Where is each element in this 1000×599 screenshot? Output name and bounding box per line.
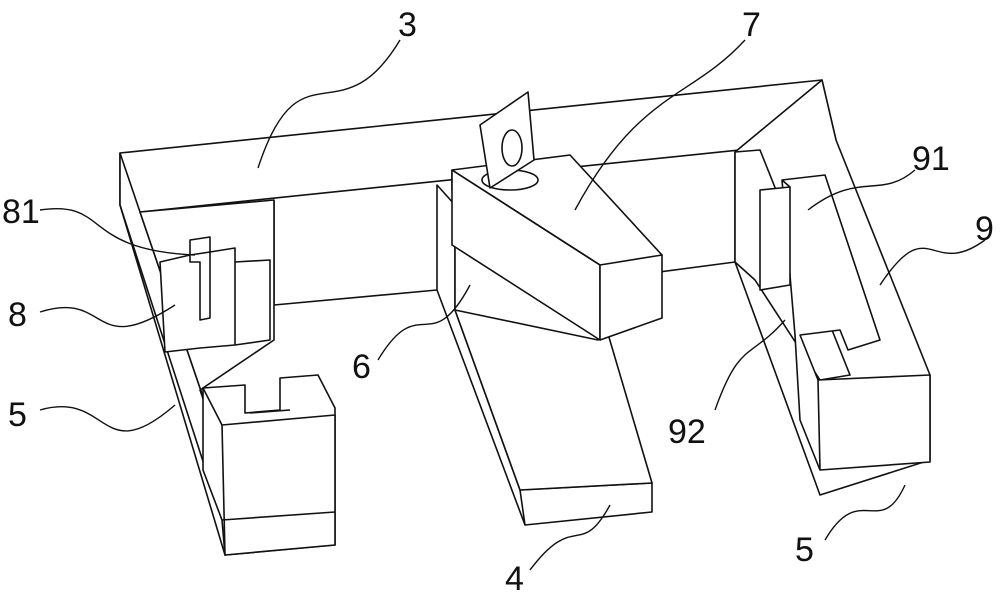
label-5-left: 5 (8, 398, 27, 432)
label-81: 81 (2, 195, 40, 229)
label-92: 92 (668, 415, 706, 449)
label-8: 8 (8, 298, 27, 332)
label-5-right: 5 (795, 533, 814, 567)
label-7: 7 (742, 8, 761, 42)
left-front-block (203, 375, 335, 555)
label-91: 91 (912, 142, 950, 176)
label-9: 9 (975, 212, 994, 246)
label-4: 4 (505, 562, 524, 596)
label-3: 3 (398, 8, 417, 42)
label-6: 6 (352, 350, 371, 384)
